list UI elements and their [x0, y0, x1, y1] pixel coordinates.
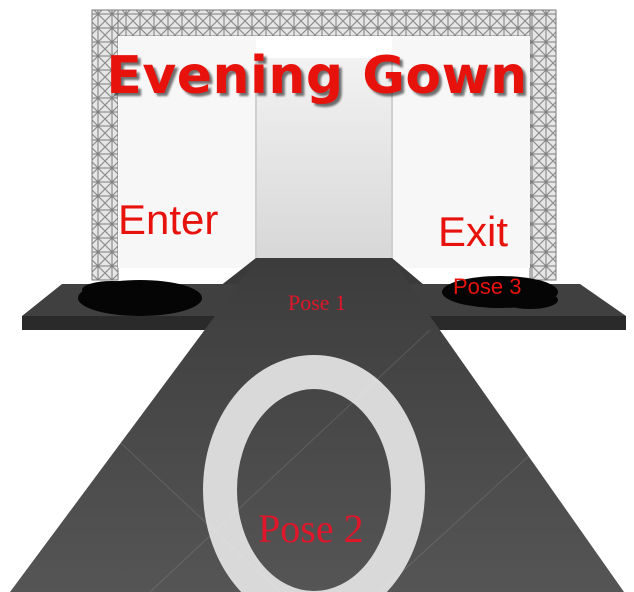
pose-1-label: Pose 1 [288, 290, 346, 316]
exit-label: Exit [438, 208, 508, 256]
pose-2-label: Pose 2 [258, 505, 364, 552]
page-title: Evening Gown [0, 46, 634, 106]
enter-label: Enter [118, 196, 218, 244]
pose-3-label: Pose 3 [453, 274, 522, 300]
